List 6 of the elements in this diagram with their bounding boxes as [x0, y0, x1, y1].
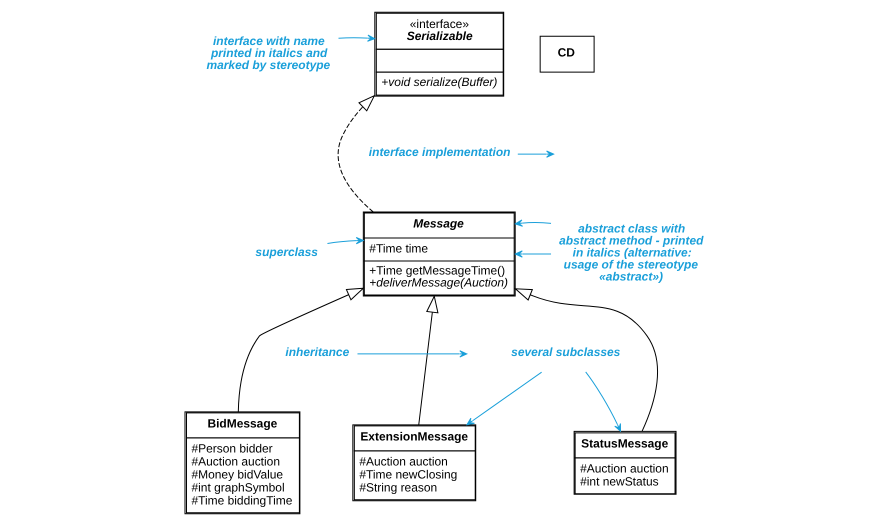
node-text: interface implementation [368, 145, 510, 160]
node-text: interface with name printed in italics and marked by stereotype [206, 34, 330, 72]
node-text: abstract class with abstract method - printed in italics (alternative: usage of the stereotype «abstract») [559, 222, 704, 284]
node-text: inheritance [285, 345, 350, 360]
node-text: several subclasses [511, 345, 620, 360]
node-text: superclass [255, 245, 318, 260]
